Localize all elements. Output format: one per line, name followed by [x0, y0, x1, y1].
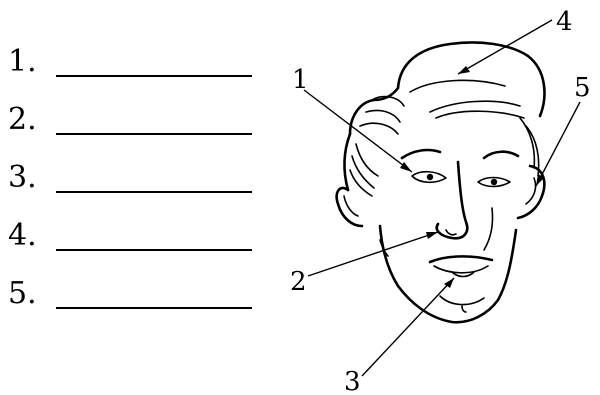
- callout-label-1: 1: [292, 65, 309, 95]
- callout-label-3: 3: [344, 367, 361, 395]
- pointer-line-3: [362, 278, 454, 376]
- head-outline: [337, 43, 545, 323]
- face-features: [402, 150, 518, 277]
- arrowhead-2: [426, 232, 438, 239]
- callout-3: 3: [344, 278, 454, 395]
- callout-2: 2: [290, 232, 438, 297]
- callout-label-5: 5: [574, 73, 591, 103]
- arrowhead-4: [458, 66, 470, 74]
- callout-4: 4: [458, 7, 573, 74]
- pointer-line-2: [308, 232, 438, 276]
- callout-label-4: 4: [556, 7, 573, 37]
- callout-label-2: 2: [290, 267, 307, 297]
- pointer-line-5: [536, 102, 580, 186]
